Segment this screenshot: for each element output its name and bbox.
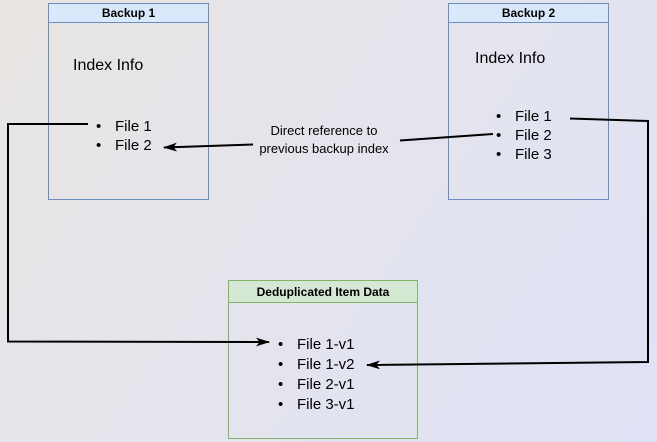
bullet-icon: • xyxy=(496,127,502,144)
backup2-file-2: File 2 xyxy=(515,127,552,144)
dedup-file-2-v1: File 2-v1 xyxy=(297,376,355,393)
bullet-icon: • xyxy=(496,146,502,163)
backup1-file-1: File 1 xyxy=(115,118,152,135)
backup2-header: Backup 2 xyxy=(449,4,608,23)
backup2-file-list: • File 1 • File 2 • File 3 xyxy=(494,107,552,164)
bullet-icon: • xyxy=(96,118,102,135)
list-item: • File 1 xyxy=(94,117,152,136)
backup1-file-2: File 2 xyxy=(115,137,152,154)
backup2-index-info-label: Index Info xyxy=(475,50,546,67)
dedup-title: Deduplicated Item Data xyxy=(256,284,390,299)
list-item: • File 3-v1 xyxy=(276,395,355,415)
backup1-box: Backup 1 xyxy=(48,3,209,200)
dedup-item-list: • File 1-v1 • File 1-v2 • File 2-v1 • Fi… xyxy=(276,335,355,415)
backup1-header: Backup 1 xyxy=(49,4,208,23)
backup2-box: Backup 2 xyxy=(448,3,609,200)
bullet-icon: • xyxy=(278,396,284,413)
bullet-icon: • xyxy=(278,336,284,353)
dedup-file-3-v1: File 3-v1 xyxy=(297,396,355,413)
dedup-file-1-v1: File 1-v1 xyxy=(297,336,355,353)
list-item: • File 2 xyxy=(94,136,152,155)
bullet-icon: • xyxy=(278,376,284,393)
backup1-file-list: • File 1 • File 2 xyxy=(94,117,152,155)
dedup-file-1-v2: File 1-v2 xyxy=(297,356,355,373)
direct-reference-annotation: Direct reference to previous backup inde… xyxy=(234,122,414,158)
backup2-file-3: File 3 xyxy=(515,146,552,163)
backup1-title: Backup 1 xyxy=(101,6,156,20)
list-item: • File 2 xyxy=(494,126,552,145)
list-item: • File 1-v1 xyxy=(276,335,355,355)
list-item: • File 2-v1 xyxy=(276,375,355,395)
backup1-index-info-label: Index Info xyxy=(73,57,144,74)
bullet-icon: • xyxy=(96,137,102,154)
bullet-icon: • xyxy=(278,356,284,373)
backup2-file-1: File 1 xyxy=(515,108,552,125)
list-item: • File 1 xyxy=(494,107,552,126)
annotation-line-1: Direct reference to xyxy=(270,123,378,138)
annotation-line-2: previous backup index xyxy=(259,141,389,156)
dedup-header: Deduplicated Item Data xyxy=(229,281,417,303)
backup2-title: Backup 2 xyxy=(501,6,556,20)
list-item: • File 1-v2 xyxy=(276,355,355,375)
list-item: • File 3 xyxy=(494,145,552,164)
bullet-icon: • xyxy=(496,108,502,125)
